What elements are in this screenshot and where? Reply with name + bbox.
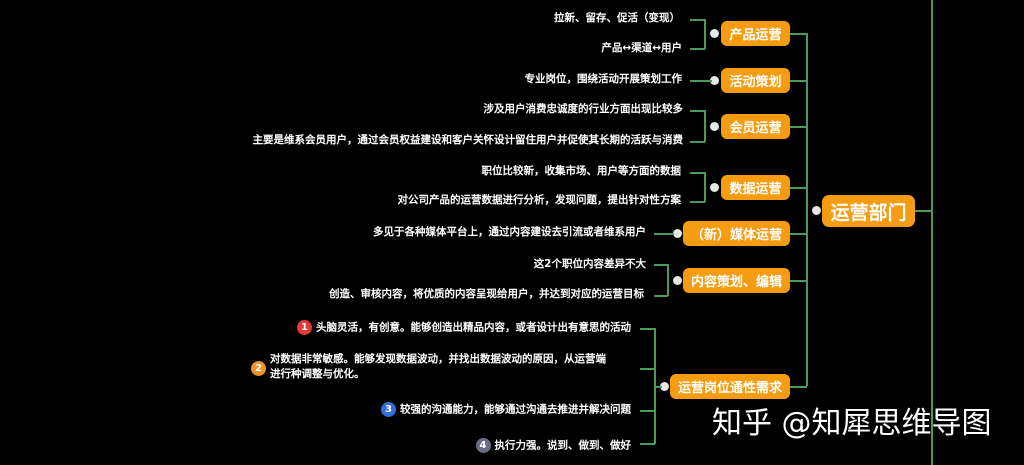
leaf-text: 职位比较新，收集市场、用户等方面的数据 [481,165,682,177]
bracket [704,19,706,49]
collapse-icon[interactable] [812,206,821,215]
connector [640,368,655,370]
branch-node-member[interactable]: 会员运营 [721,114,790,139]
leaf-text: 专业岗位，围绕活动开展策划工作 [524,73,683,85]
branch-node-media[interactable]: （新）媒体运营 [683,221,790,246]
requirement-item: 3 较强的沟通能力，能够通过沟通去推进并解决问题 [381,402,631,418]
branch-node-product[interactable]: 产品运营 [721,21,790,46]
number-badge-icon: 3 [381,402,396,417]
connector [690,110,705,112]
branch-node-data[interactable]: 数据运营 [721,175,790,200]
connector [790,126,807,128]
connector [690,141,705,143]
leaf-text: 头脑灵活，有创意。能够创造出精品内容，或者设计出有意思的活动 [316,321,631,334]
branch-node-requirements[interactable]: 运营岗位通性需求 [670,374,790,399]
connector [640,443,655,445]
connector [690,172,705,174]
main-trunk [806,33,808,386]
connector [790,33,807,35]
leaf-text: 涉及用户消费忠诚度的行业方面出现比较多 [483,103,684,115]
connector [640,328,655,330]
collapse-icon[interactable] [660,382,669,391]
collapse-icon[interactable] [673,229,682,238]
leaf-text: 对数据非常敏感。能够发现数据波动，并找出数据波动的原因，从运营端 [270,353,606,365]
connector [654,233,674,235]
connector [690,48,705,50]
connector [790,233,807,235]
connector [690,19,705,21]
connector [790,80,807,82]
root-node[interactable]: 运营部门 [822,195,915,227]
watermark: 知乎 @知犀思维导图 [712,406,992,441]
leaf-text: 对公司产品的运营数据进行分析，发现问题，提出针对性方案 [397,194,682,206]
collapse-icon[interactable] [710,76,719,85]
connector [640,410,655,412]
number-badge-icon: 4 [475,438,491,453]
leaf-text: 拉新、留存、促活（变现） [554,12,680,24]
connector [790,386,807,388]
number-badge-icon: 2 [251,361,266,376]
leaf-text: 主要是维系会员用户，通过会员权益建设和客户关怀设计留住用户并促使其长期的活跃与消… [252,134,684,146]
leaf-text: 进行种调整与优化。 [270,368,365,380]
bracket [667,264,669,296]
connector [690,201,705,203]
leaf-text: 这2个职位内容差异不大 [533,258,646,270]
number-badge-icon: 1 [297,320,312,335]
connector [790,280,807,282]
requirement-item: 对数据非常敏感。能够发现数据波动，并找出数据波动的原因，从运营端 进行种调整与优… [270,352,606,382]
branch-node-content[interactable]: 内容策划、编辑 [683,268,790,293]
collapse-icon[interactable] [710,122,719,131]
leaf-text: 执行力强。说到、做到、做好 [494,439,632,452]
connector [654,264,668,266]
leaf-text: 较强的沟通能力，能够通过沟通去推进并解决问题 [400,403,631,416]
leaf-text: 多见于各种媒体平台上，通过内容建设去引流或者维系用户 [373,226,646,238]
branch-node-activity[interactable]: 活动策划 [721,68,790,93]
root-connector [915,210,932,212]
leaf-text: 产品↔渠道↔用户 [601,42,682,54]
connector [690,80,712,82]
collapse-icon[interactable] [710,29,719,38]
collapse-icon[interactable] [710,183,719,192]
leaf-text: 创造、审核内容，将优质的内容呈现给用户，并达到对应的运营目标 [329,288,644,300]
connector [654,386,662,388]
collapse-icon[interactable] [673,276,682,285]
outer-connector [931,0,933,465]
bracket [704,172,706,202]
bracket [704,110,706,142]
connector [790,187,807,189]
connector [654,295,668,297]
requirement-item: 1 头脑灵活，有创意。能够创造出精品内容，或者设计出有意思的活动 [297,320,631,336]
